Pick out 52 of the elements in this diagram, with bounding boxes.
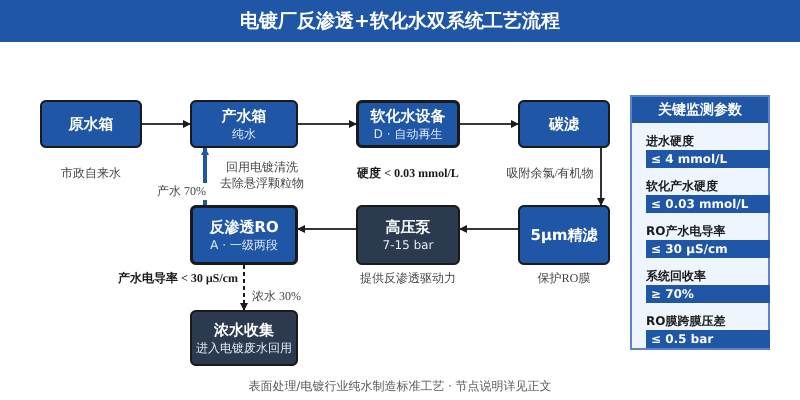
node-caption: 产水电导率 < 30 μS/cm bbox=[118, 271, 238, 286]
parameter-name: RO产水电导率 bbox=[646, 223, 726, 240]
box-title: 产水箱 bbox=[222, 106, 266, 126]
box-title: 高压泵 bbox=[386, 218, 430, 236]
parameter-name: 系统回收率 bbox=[646, 268, 706, 285]
arrow bbox=[597, 148, 605, 206]
box-title: 浓水收集 bbox=[214, 320, 274, 340]
box-title: 原水箱 bbox=[68, 114, 114, 134]
box-title: 软化水设备 bbox=[370, 106, 446, 126]
node-caption: 去除悬浮颗粒物 bbox=[220, 176, 304, 191]
box-subtitle: 进入电镀废水回用 bbox=[196, 340, 292, 356]
process-box bbox=[518, 205, 610, 265]
node-caption: 保护RO膜 bbox=[538, 271, 590, 286]
arrow bbox=[459, 225, 518, 233]
process-box bbox=[356, 205, 460, 265]
box-title: 碳滤 bbox=[549, 114, 579, 134]
parameter-value: ≤ 0.5 bar bbox=[646, 330, 770, 348]
box-subtitle: D · 自动再生 bbox=[374, 126, 442, 142]
node-caption: 市政自来水 bbox=[61, 166, 121, 181]
node-caption: 提供反渗透驱动力 bbox=[360, 271, 456, 286]
title: 电镀厂反渗透+软化水双系统工艺流程 bbox=[240, 9, 560, 34]
footer-caption: 表面处理/电镀行业纯水制造标准工艺 · 节点说明详见正文 bbox=[248, 379, 552, 393]
box-title: 反渗透RO bbox=[209, 218, 279, 236]
node-caption: 吸附余氯/有机物 bbox=[506, 166, 594, 181]
parameter-value: ≤ 0.03 mmol/L bbox=[646, 195, 770, 213]
box-subtitle: A · 一级两段 bbox=[210, 236, 278, 252]
parameter-panel bbox=[630, 95, 770, 350]
edge-label: 浓水 30% bbox=[250, 288, 303, 305]
parameter-name: 进水硬度 bbox=[646, 133, 694, 150]
arrow bbox=[460, 120, 519, 128]
edge-label: 产水 70% bbox=[155, 183, 208, 200]
process-box bbox=[356, 100, 460, 148]
process-box bbox=[40, 100, 142, 148]
process-box bbox=[190, 205, 298, 265]
process-box bbox=[190, 100, 298, 148]
panel-heading: 关键监测参数 bbox=[632, 97, 768, 123]
box-subtitle: 纯水 bbox=[232, 126, 256, 142]
parameter-name: RO膜跨膜压差 bbox=[646, 313, 726, 330]
process-box bbox=[190, 310, 298, 366]
parameter-name: 软化产水硬度 bbox=[646, 178, 718, 195]
arrow bbox=[298, 120, 357, 128]
box-subtitle: 7-15 bar bbox=[382, 236, 434, 252]
parameter-value: ≤ 4 mmol/L bbox=[646, 150, 770, 168]
parameter-value: ≤ 30 μS/cm bbox=[646, 240, 770, 258]
arrow bbox=[297, 225, 356, 233]
arrow bbox=[142, 120, 191, 128]
process-box bbox=[518, 100, 610, 148]
node-caption: 硬度 < 0.03 mmol/L bbox=[357, 166, 459, 181]
parameter-value: ≥ 70% bbox=[646, 285, 770, 303]
node-caption: 回用电镀清洗 bbox=[226, 160, 298, 175]
arrow bbox=[240, 265, 248, 311]
box-title: 5μm精滤 bbox=[530, 226, 598, 244]
